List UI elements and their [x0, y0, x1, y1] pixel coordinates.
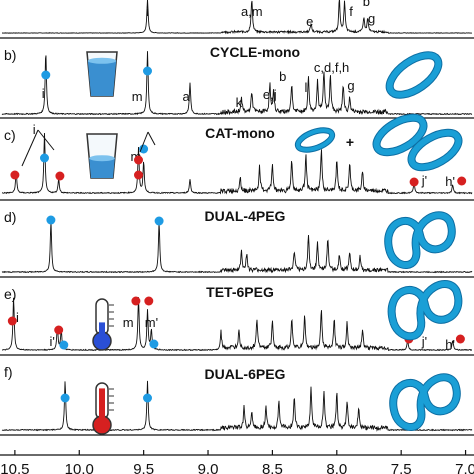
x-tick-label: 10.0 — [65, 461, 94, 474]
x-tick-label: 10.5 — [0, 461, 29, 474]
x-tick-label: 9.0 — [198, 461, 219, 474]
peak-label: i — [33, 122, 36, 137]
red-marker — [144, 296, 154, 306]
red-marker — [10, 170, 20, 180]
blue-marker — [154, 216, 164, 226]
blue-marker — [60, 393, 70, 403]
cycle-ring-icon — [385, 51, 443, 99]
callout-line — [21, 129, 39, 167]
panel-label: f) — [4, 364, 13, 380]
panel-top: i a,m e f bg — [0, 0, 474, 39]
peak-label: c,d,f,h — [314, 60, 349, 75]
peak-label: f — [349, 4, 353, 19]
red-marker — [455, 334, 465, 344]
blue-marker — [41, 70, 51, 80]
red-marker — [55, 171, 65, 181]
callout-line — [139, 131, 149, 153]
peak-label: h' — [445, 174, 455, 189]
red-marker — [7, 316, 17, 326]
panel-title: CYCLE-mono — [210, 44, 300, 60]
x-tick-label: 7.5 — [391, 461, 412, 474]
panel-label: e) — [4, 286, 16, 302]
x-axis: 10.5 10.0 9.5 9.0 8.5 8.0 7.5 7.0 — [0, 450, 474, 474]
x-tick-label: 7.0 — [455, 461, 474, 474]
dual-knot-6peg-icon — [389, 373, 461, 431]
panel-label: d) — [4, 209, 16, 225]
red-marker — [134, 155, 143, 165]
peak-label: j' — [421, 334, 427, 349]
blue-marker — [149, 339, 159, 349]
peak-label: i' — [50, 334, 55, 349]
peak-label: m — [123, 315, 134, 330]
blue-marker — [59, 340, 69, 350]
thermometer-hot-icon — [92, 382, 114, 435]
red-marker — [409, 177, 419, 187]
blue-marker — [139, 144, 149, 154]
panel-title: DUAL-6PEG — [205, 366, 286, 382]
x-tick-label: 8.5 — [262, 461, 283, 474]
peak-label: g — [347, 78, 354, 93]
peak-label: i — [42, 86, 45, 101]
peak-label: b — [363, 0, 370, 9]
panel-label: c) — [4, 127, 16, 143]
panel-b: b) CYCLE-mono i m a k e,jb l c,d,f,h g — [0, 44, 474, 119]
panel-d: d) DUAL-4PEG — [0, 208, 474, 278]
blue-marker — [143, 393, 152, 403]
water-glass-full-icon — [86, 51, 118, 97]
panel-title: TET-6PEG — [206, 284, 274, 300]
peak-label: l — [304, 80, 307, 95]
peak-label: i — [146, 4, 149, 19]
blue-marker — [46, 215, 56, 225]
peak-label: e — [306, 14, 313, 29]
panel-title: DUAL-4PEG — [205, 208, 286, 224]
spectrum-trace — [2, 0, 473, 35]
thermometer-cold-icon — [92, 298, 114, 351]
peak-label: j' — [421, 173, 427, 188]
panel-c: c)CAT-monoimj'h' — [0, 122, 474, 201]
panel-e: e) TET-6PEG i i' m m' j' h' — [0, 284, 474, 356]
plus-sign: + — [346, 134, 354, 150]
callout-lines — [21, 129, 156, 167]
catenane-ring-a-icon — [372, 113, 428, 157]
callout-line — [37, 129, 55, 151]
callout-line — [147, 131, 156, 146]
blue-marker — [143, 66, 152, 76]
red-marker — [131, 296, 141, 306]
spectrum-trace — [1, 132, 473, 195]
x-tick-label: 8.0 — [326, 461, 347, 474]
peak-label: k — [236, 95, 243, 110]
peak-label: b — [279, 69, 286, 84]
blue-marker — [40, 153, 49, 163]
spectrum-trace — [1, 380, 473, 432]
peak-label: h' — [445, 337, 455, 352]
peak-label: m — [132, 89, 143, 104]
panel-f: f) DUAL-6PEG — [0, 364, 474, 436]
peak-label: g — [368, 11, 375, 26]
tet-knot-icon — [387, 280, 463, 341]
peak-label: a,m — [241, 4, 263, 19]
peak-label: i — [16, 310, 19, 325]
spectrum-trace — [1, 51, 473, 116]
panel-label: b) — [4, 47, 16, 63]
catenane-ring-b-icon — [407, 128, 463, 172]
spectrum-trace — [1, 221, 473, 274]
peak-label: a — [182, 89, 190, 104]
dual-knot-icon — [384, 211, 456, 269]
spectrum-trace — [2, 297, 472, 352]
panel-title: CAT-mono — [205, 125, 275, 141]
red-marker — [457, 176, 467, 186]
x-tick-label: 9.5 — [133, 461, 154, 474]
peak-label: e,j — [263, 87, 277, 102]
red-marker — [134, 170, 143, 180]
red-marker — [54, 325, 64, 335]
peak-label: m' — [145, 315, 158, 330]
water-glass-half-icon — [86, 133, 118, 179]
cycle-ring-small-icon — [294, 127, 336, 153]
